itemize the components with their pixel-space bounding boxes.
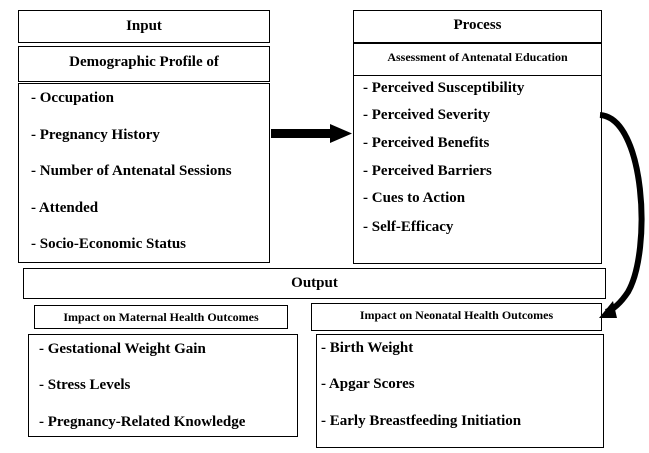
neonatal-item: - Apgar Scores — [321, 376, 415, 392]
neonatal-title: Impact on Neonatal Health Outcomes — [359, 308, 554, 322]
input-item: - Occupation — [31, 90, 114, 106]
maternal-title: Impact on Maternal Health Outcomes — [63, 310, 259, 324]
maternal-item: - Gestational Weight Gain — [39, 341, 206, 357]
curved-arrow-icon — [599, 112, 645, 318]
output-header: Output — [23, 268, 606, 299]
input-subheader: Demographic Profile of — [18, 46, 270, 82]
process-item: - Perceived Susceptibility — [363, 80, 525, 96]
process-item: - Self-Efficacy — [363, 219, 454, 235]
input-subtitle: Demographic Profile of — [69, 54, 219, 70]
neonatal-item: - Birth Weight — [321, 340, 414, 356]
input-header: Input — [18, 10, 270, 43]
process-header: Process — [353, 10, 602, 43]
process-item: - Perceived Benefits — [363, 135, 490, 151]
process-title: Process — [453, 17, 502, 33]
neonatal-item: - Early Breastfeeding Initiation — [321, 413, 522, 429]
input-item: - Pregnancy History — [31, 127, 160, 143]
process-subtitle: Assessment of Antenatal Education — [387, 50, 568, 64]
maternal-box: - Gestational Weight Gain - Stress Level… — [28, 334, 298, 437]
process-item: - Cues to Action — [363, 190, 466, 206]
neonatal-box: - Birth Weight - Apgar Scores - Early Br… — [316, 334, 604, 448]
process-item: - Perceived Severity — [363, 107, 491, 123]
input-item: - Attended — [31, 200, 99, 216]
input-item: - Socio-Economic Status — [31, 236, 186, 252]
maternal-item: - Pregnancy-Related Knowledge — [39, 414, 246, 430]
right-arrow-icon — [271, 124, 352, 143]
input-item: - Number of Antenatal Sessions — [31, 163, 232, 179]
maternal-item: - Stress Levels — [39, 377, 131, 393]
process-box: Assessment of Antenatal Education - Perc… — [353, 43, 602, 264]
output-title: Output — [291, 275, 338, 291]
maternal-header: Impact on Maternal Health Outcomes — [34, 305, 288, 329]
process-divider — [354, 75, 601, 76]
neonatal-header: Impact on Neonatal Health Outcomes — [311, 303, 602, 331]
input-items-box: - Occupation - Pregnancy History - Numbe… — [18, 83, 270, 263]
input-title: Input — [126, 18, 162, 34]
process-item: - Perceived Barriers — [363, 163, 492, 179]
